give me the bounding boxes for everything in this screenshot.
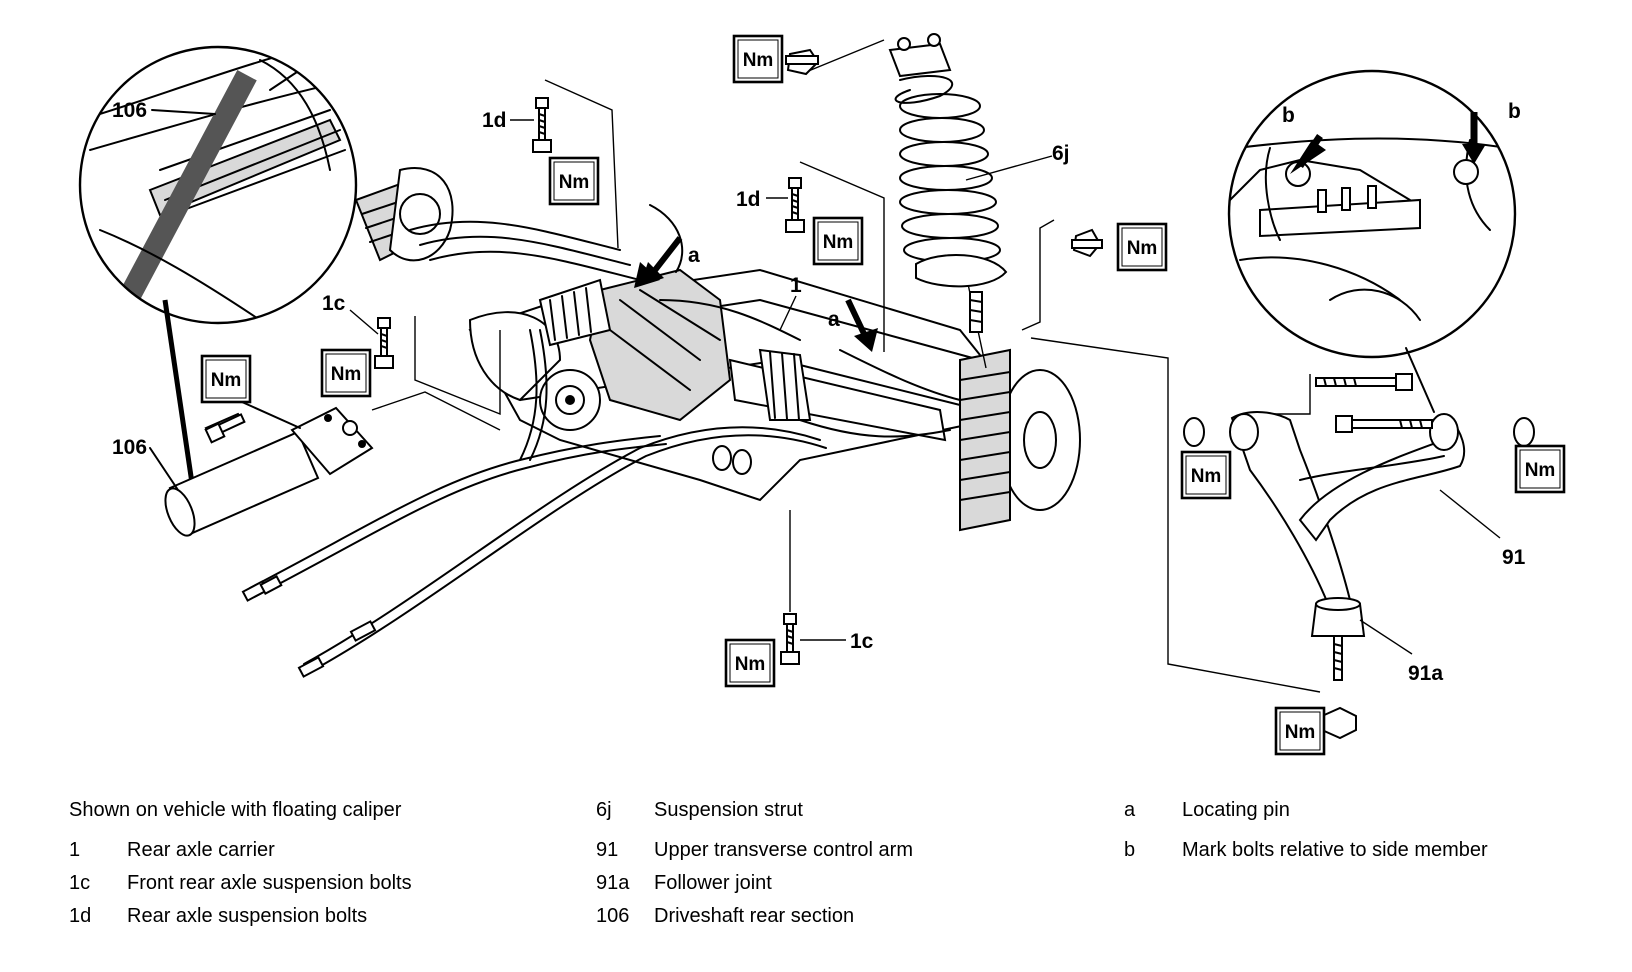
legend-key: 1d: [69, 905, 92, 927]
legend-description: Suspension strut: [654, 799, 803, 821]
bolt-1c-left: [374, 317, 394, 369]
rear-axle-exploded-diagram: 106 106: [78, 33, 1566, 756]
torque-box: Nm: [548, 156, 600, 206]
legend-key: 1: [69, 839, 81, 861]
svg-text:Nm: Nm: [735, 654, 766, 675]
callout-106-driveshaft: 106: [112, 436, 147, 459]
torque-box: Nm: [320, 348, 372, 398]
legend-column-2: 6j Suspension strut 91 Upper transverse …: [596, 800, 913, 939]
driveshaft-rear-section: [149, 401, 374, 537]
legend-item: 106 Driveshaft rear section: [596, 906, 913, 939]
callout-91a-follower-joint: 91a: [1408, 662, 1443, 685]
torque-box: Nm: [732, 34, 784, 84]
legend-key: 91a: [596, 872, 630, 894]
torque-box: Nm: [1180, 450, 1232, 500]
torque-box: Nm: [1274, 706, 1326, 756]
legend-item: 1c Front rear axle suspension bolts: [69, 873, 412, 906]
legend-item: 91 Upper transverse control arm: [596, 840, 913, 873]
legend-item: a Locating pin: [1124, 800, 1488, 840]
legend-caption: Shown on vehicle with floating caliper: [69, 799, 402, 821]
legend-description: Mark bolts relative to side member: [1182, 839, 1488, 861]
svg-text:Nm: Nm: [1525, 460, 1556, 481]
legend-description: Rear axle suspension bolts: [127, 905, 368, 927]
svg-text:Nm: Nm: [331, 364, 362, 385]
callout-a-right: a: [828, 308, 840, 331]
bolt-1d-right: [785, 177, 805, 233]
callout-a-left: a: [688, 244, 700, 267]
rear-axle-carrier: [241, 167, 1081, 678]
svg-text:Nm: Nm: [1127, 238, 1158, 259]
legend-key: 1c: [69, 872, 91, 894]
callout-91-control-arm: 91: [1502, 546, 1526, 569]
bolt-driveshaft: [204, 413, 246, 444]
callout-1c-left: 1c: [322, 292, 346, 315]
legend-item: 1d Rear axle suspension bolts: [69, 906, 412, 939]
torque-box: Nm: [1514, 444, 1566, 494]
torque-box: Nm: [724, 638, 776, 688]
callout-1-axle-carrier: 1: [790, 274, 802, 297]
svg-text:Nm: Nm: [1191, 466, 1222, 487]
callout-1d-left: 1d: [482, 109, 507, 132]
parts-legend: Shown on vehicle with floating caliper 1…: [0, 800, 1632, 972]
svg-text:Nm: Nm: [823, 232, 854, 253]
callout-6j-strut: 6j: [1052, 142, 1070, 165]
legend-key: b: [1124, 839, 1136, 861]
legend-key: 91: [596, 839, 619, 861]
strut-lower-nut: [1071, 228, 1103, 258]
callout-1d-right: 1d: [736, 188, 761, 211]
callout-b-left: b: [1282, 104, 1295, 127]
driveshaft-detail-circle: [78, 45, 358, 491]
legend-description: Driveshaft rear section: [654, 905, 855, 927]
svg-text:Nm: Nm: [559, 172, 590, 193]
suspension-strut: [888, 33, 1008, 333]
legend-description: Rear axle carrier: [127, 839, 275, 861]
bolt-1d-left: [532, 97, 552, 153]
callout-b-right: b: [1508, 100, 1521, 123]
legend-description: Front rear axle suspension bolts: [127, 872, 412, 894]
legend-description: Locating pin: [1182, 799, 1290, 821]
legend-item: b Mark bolts relative to side member: [1124, 840, 1488, 873]
legend-key: 106: [596, 905, 630, 927]
torque-box: Nm: [200, 354, 252, 404]
torque-box: Nm: [1116, 222, 1168, 272]
legend-description: Upper transverse control arm: [654, 839, 913, 861]
svg-text:Nm: Nm: [211, 370, 242, 391]
legend-column-1: Shown on vehicle with floating caliper 1…: [69, 800, 412, 939]
bolt-1c-bottom: [780, 613, 800, 665]
svg-text:Nm: Nm: [743, 50, 774, 71]
bolt-leader-lines: [371, 39, 1321, 693]
legend-item: 91a Follower joint: [596, 873, 913, 906]
legend-item: 1 Rear axle carrier: [69, 840, 412, 873]
legend-column-3: a Locating pin b Mark bolts relative to …: [1124, 800, 1488, 873]
legend-item: 6j Suspension strut: [596, 800, 913, 840]
side-member-detail-circle: [1227, 69, 1517, 413]
legend-key: 6j: [596, 799, 612, 821]
legend-key: a: [1124, 799, 1136, 821]
locating-pin-arrows: [634, 236, 878, 352]
svg-text:Nm: Nm: [1285, 722, 1316, 743]
torque-box: Nm: [812, 216, 864, 266]
legend-description: Follower joint: [654, 872, 772, 894]
upper-transverse-control-arm: [1183, 373, 1535, 740]
callout-1c-bottom: 1c: [850, 630, 874, 653]
callout-106-detail: 106: [112, 99, 147, 122]
strut-top-nut: [785, 48, 820, 76]
